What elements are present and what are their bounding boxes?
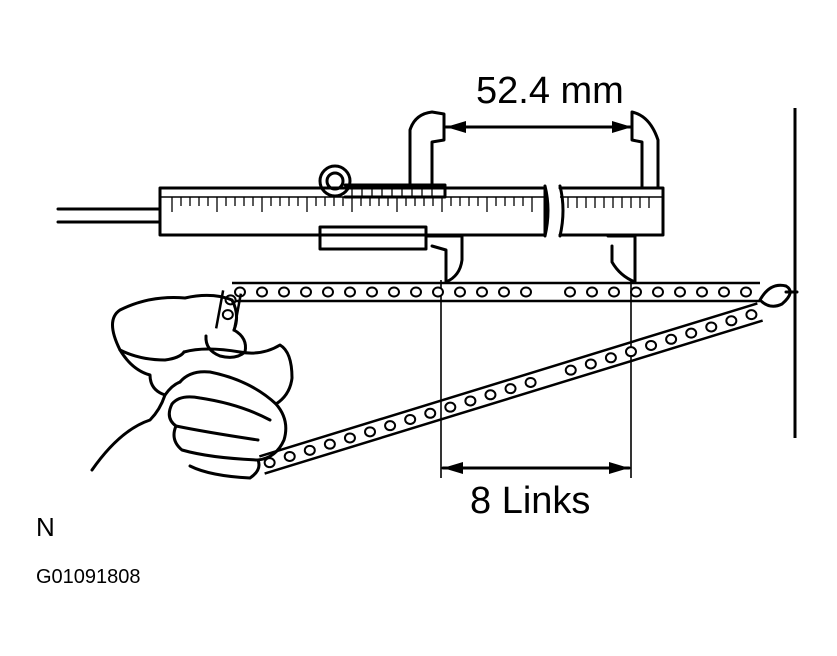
chain-roller xyxy=(454,286,466,298)
chain-roller xyxy=(323,438,336,450)
chain-roller xyxy=(564,286,576,298)
chain-roller xyxy=(645,339,658,351)
chain-roller xyxy=(696,286,708,298)
timing-chain xyxy=(214,281,764,475)
chain-roller xyxy=(705,321,718,333)
chain-roller xyxy=(344,286,356,298)
chain-roller xyxy=(424,407,437,419)
chain-anchor-hook xyxy=(758,283,799,308)
orientation-marker: N xyxy=(36,512,55,542)
chain-roller xyxy=(630,286,642,298)
chain-roller xyxy=(221,309,234,321)
links-label: 8 Links xyxy=(470,480,590,522)
chain-roller xyxy=(718,286,730,298)
caliper-right-lower-jaw xyxy=(606,234,637,284)
chain-roller xyxy=(464,395,477,407)
chain-roller xyxy=(283,450,296,462)
chain-roller xyxy=(665,333,678,345)
chain-roller xyxy=(322,286,334,298)
chain-roller xyxy=(584,358,597,370)
chain-roller xyxy=(484,389,497,401)
chain-roller xyxy=(624,346,637,358)
chain-roller xyxy=(586,286,598,298)
caliper-left-lower-jaw xyxy=(424,234,464,284)
chain-roller xyxy=(384,420,397,432)
chain-roller xyxy=(745,309,758,321)
chain-roller xyxy=(674,286,686,298)
vernier-caliper xyxy=(56,110,665,284)
chain-roller xyxy=(278,286,290,298)
chain-roller xyxy=(725,315,738,327)
chain-roller xyxy=(498,286,510,298)
chain-roller xyxy=(520,286,532,298)
hand-illustration xyxy=(90,293,294,480)
measurement-label: 52.4 mm xyxy=(476,70,624,112)
chain-roller xyxy=(740,286,752,298)
dimension-8-links xyxy=(440,280,632,478)
caliper-left-upper-jaw xyxy=(408,110,446,188)
dimension-52-4mm xyxy=(444,121,634,133)
caliper-scale-ticks xyxy=(171,185,650,212)
caliper-beam-right xyxy=(558,186,665,237)
chain-roller xyxy=(300,286,312,298)
chain-roller xyxy=(256,286,268,298)
chain-roller xyxy=(366,286,378,298)
chain-roller xyxy=(652,286,664,298)
chain-roller xyxy=(564,364,577,376)
caliper-right-upper-jaw xyxy=(630,110,660,190)
chain-roller xyxy=(410,286,422,298)
chain-roller xyxy=(388,286,400,298)
chain-roller xyxy=(604,352,617,364)
chain-roller xyxy=(343,432,356,444)
caliper-slider-lower xyxy=(318,225,428,251)
chain-roller xyxy=(364,426,377,438)
figure-code: G01091808 xyxy=(36,566,141,588)
chain-outline xyxy=(258,302,764,475)
chain-roller xyxy=(303,444,316,456)
chain-roller xyxy=(685,327,698,339)
chain-outline xyxy=(232,281,760,303)
chain-roller xyxy=(476,286,488,298)
caliper-thumb-wheel xyxy=(318,164,352,198)
caliper-slider xyxy=(343,183,447,199)
chain-roller xyxy=(608,286,620,298)
chain-roller xyxy=(504,383,517,395)
chain-roller xyxy=(432,286,444,298)
chain-roller xyxy=(444,401,457,413)
chain-roller xyxy=(404,413,417,425)
chain-roller xyxy=(524,376,537,388)
